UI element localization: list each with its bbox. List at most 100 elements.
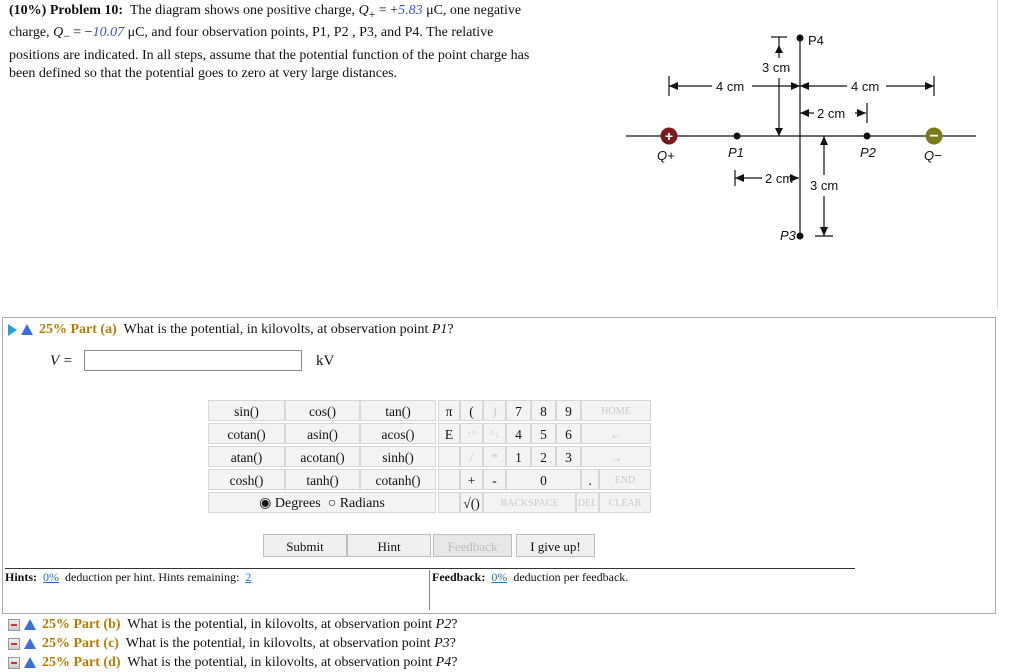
feedback-deduction: 0% [491, 570, 508, 584]
hints-remaining: 2 [245, 570, 252, 584]
feedback-button[interactable]: Feedback [433, 534, 512, 557]
key-lparen[interactable]: ( [460, 400, 483, 421]
positive-charge [660, 127, 678, 145]
key-sin[interactable]: sin() [208, 400, 285, 421]
key-4[interactable]: 4 [506, 423, 531, 444]
warning-icon [24, 638, 36, 650]
key-asin[interactable]: asin() [285, 423, 360, 444]
key-plus[interactable]: + [460, 469, 483, 490]
p1-label: P1 [728, 145, 744, 160]
collapse-icon[interactable] [8, 656, 20, 669]
key-1[interactable]: 1 [506, 446, 531, 467]
answer-input[interactable] [84, 350, 302, 371]
angle-mode-selector: ◉ Degrees ○ Radians [208, 492, 436, 513]
charge-diagram: + − P4 3 cm 4 cm 4 cm 2 cm Q+ P1 P2 Q− 2… [626, 33, 976, 243]
problem-statement: (10%) Problem 10: The diagram shows one … [9, 3, 530, 82]
svg-text:4 cm: 4 cm [851, 79, 879, 94]
part-d-row[interactable]: 25% Part (d) What is the potential, in k… [8, 653, 457, 672]
key-acos[interactable]: acos() [360, 423, 436, 444]
p3-label: P3 [780, 228, 797, 243]
problem-number: Problem 10: [49, 3, 124, 18]
p4-label: P4 [808, 33, 824, 48]
feedback-info: Feedback: 0% deduction per feedback. [432, 570, 629, 584]
svg-text:3 cm: 3 cm [810, 178, 838, 193]
svg-text:3 cm: 3 cm [762, 60, 790, 75]
hints-info: Hints: 0% deduction per hint. Hints rema… [5, 570, 430, 610]
warning-icon [21, 324, 33, 336]
key-pi[interactable]: π [438, 400, 460, 421]
key-blank-2 [438, 469, 460, 490]
submit-button[interactable]: Submit [263, 534, 347, 557]
svg-text:2 cm: 2 cm [765, 171, 793, 186]
key-9[interactable]: 9 [556, 400, 581, 421]
radians-radio[interactable]: ○ [327, 496, 337, 511]
q-minus-value: 10.07 [92, 25, 125, 41]
warning-icon [24, 657, 36, 669]
p1-point [733, 132, 741, 140]
key-8[interactable]: 8 [531, 400, 556, 421]
q-plus-label: Q+ [657, 148, 675, 163]
key-home[interactable]: HOME [581, 400, 651, 421]
key-cotanh[interactable]: cotanh() [360, 469, 436, 490]
collapse-icon[interactable] [8, 637, 20, 650]
key-rparen[interactable]: ) [483, 400, 506, 421]
svg-text:+: + [665, 128, 673, 144]
degrees-radio[interactable]: ◉ [259, 496, 272, 511]
key-del[interactable]: DEL [576, 492, 599, 513]
give-up-button[interactable]: I give up! [516, 534, 595, 557]
key-end[interactable]: END [599, 469, 651, 490]
problem-weight: (10%) [9, 3, 47, 18]
answer-variable-label: V = [50, 353, 73, 369]
part-a-panel [2, 317, 996, 614]
key-up[interactable]: ↑^ [460, 423, 483, 444]
collapse-icon[interactable] [8, 618, 20, 631]
key-7[interactable]: 7 [506, 400, 531, 421]
key-sqrt[interactable]: √() [460, 492, 483, 513]
p2-label: P2 [860, 145, 877, 160]
negative-charge [925, 127, 943, 145]
key-slash[interactable]: / [460, 446, 483, 467]
part-a-header: 25% Part (a) What is the potential, in k… [8, 321, 454, 339]
key-acotan[interactable]: acotan() [285, 446, 360, 467]
key-blank-1 [438, 446, 460, 467]
q-minus-label: Q− [924, 148, 942, 163]
key-clear[interactable]: CLEAR [599, 492, 651, 513]
p3-point [796, 232, 804, 240]
key-right[interactable]: → [581, 446, 651, 467]
play-icon[interactable] [8, 323, 17, 336]
part-b-row[interactable]: 25% Part (b) What is the potential, in k… [8, 615, 457, 634]
key-minus[interactable]: - [483, 469, 506, 490]
key-3[interactable]: 3 [556, 446, 581, 467]
key-decimal[interactable]: . [581, 469, 599, 490]
key-sinh[interactable]: sinh() [360, 446, 436, 467]
unit-label: kV [316, 353, 335, 369]
part-c-row[interactable]: 25% Part (c) What is the potential, in k… [8, 634, 456, 653]
key-blank-3 [438, 492, 460, 513]
q-plus-value: 5.83 [398, 3, 423, 18]
svg-text:−: − [929, 128, 938, 145]
problem-panel: (10%) Problem 10: The diagram shows one … [2, 0, 998, 310]
key-backspace[interactable]: BACKSPACE [483, 492, 576, 513]
svg-text:2 cm: 2 cm [817, 106, 845, 121]
key-left[interactable]: ← [581, 423, 651, 444]
key-atan[interactable]: atan() [208, 446, 285, 467]
key-tan[interactable]: tan() [360, 400, 436, 421]
key-tanh[interactable]: tanh() [285, 469, 360, 490]
key-star[interactable]: * [483, 446, 506, 467]
key-caret[interactable]: ^↓ [483, 423, 506, 444]
p2-point [863, 132, 871, 140]
key-0[interactable]: 0 [506, 469, 581, 490]
warning-icon [24, 619, 36, 631]
key-5[interactable]: 5 [531, 423, 556, 444]
key-cotan[interactable]: cotan() [208, 423, 285, 444]
p4-point [796, 34, 804, 42]
svg-text:4 cm: 4 cm [716, 79, 744, 94]
hint-deduction: 0% [43, 570, 60, 584]
key-6[interactable]: 6 [556, 423, 581, 444]
key-e[interactable]: E [438, 423, 460, 444]
key-cosh[interactable]: cosh() [208, 469, 285, 490]
hints-feedback-bar [5, 568, 855, 613]
key-cos[interactable]: cos() [285, 400, 360, 421]
key-2[interactable]: 2 [531, 446, 556, 467]
hint-button[interactable]: Hint [347, 534, 431, 557]
